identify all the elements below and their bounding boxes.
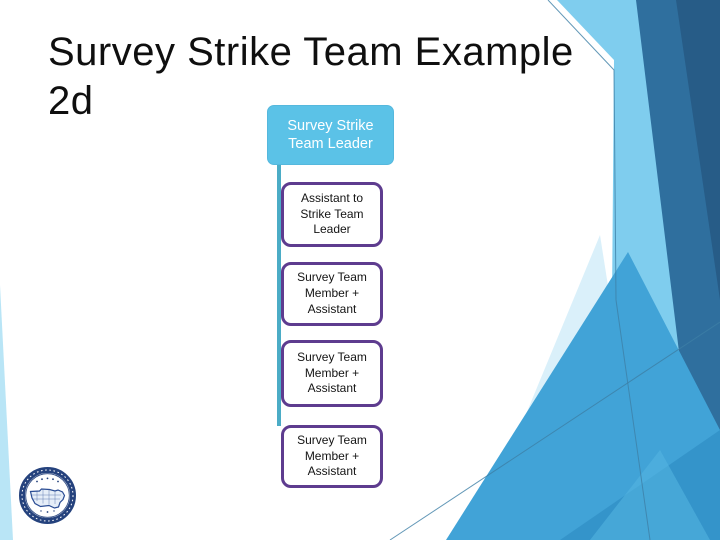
org-chart-child-box: Survey Team Member + Assistant — [281, 425, 383, 488]
org-chart-child-label: Assistant to Strike Team Leader — [300, 190, 364, 237]
slide-title: Survey Strike Team Example 2d — [48, 28, 648, 126]
us-map-shape — [29, 488, 66, 509]
org-chart-child-label: Survey Team Member + Assistant — [297, 349, 367, 396]
org-chart-root-box: Survey Strike Team Leader — [267, 105, 394, 165]
org-chart-child-label: Survey Team Member + Assistant — [297, 432, 367, 479]
org-chart-child-box: Survey Team Member + Assistant — [281, 262, 383, 326]
us-map-seal-icon — [19, 467, 76, 524]
org-chart-child-label: Survey Team Member + Assistant — [297, 270, 367, 316]
slide-title-line1: Survey Strike Team Example — [48, 30, 574, 74]
us-map-state-lines — [32, 489, 61, 505]
seal-ring-text — [21, 469, 74, 522]
org-chart-child-box: Assistant to Strike Team Leader — [281, 182, 383, 247]
slide-title-line2: 2d — [48, 78, 94, 123]
left-edge-wedge — [0, 285, 13, 540]
org-chart-root-label: Survey Strike Team Leader — [287, 117, 374, 152]
diagonal-hairline-shallow — [389, 321, 720, 540]
org-chart-child-box: Survey Team Member + Assistant — [281, 340, 383, 407]
bottom-light-sliver — [590, 450, 710, 540]
navy-corner-wedge — [676, 0, 720, 300]
diagonal-hairline-steep — [547, 0, 651, 540]
org-chart-connector-line — [277, 164, 281, 426]
